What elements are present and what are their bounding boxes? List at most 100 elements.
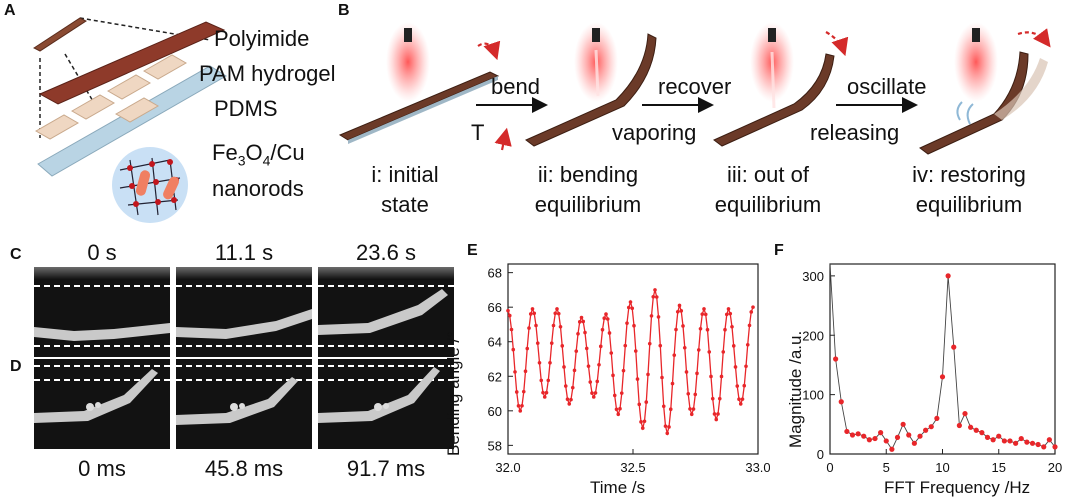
data-point: [973, 427, 979, 433]
data-point: [626, 305, 631, 310]
data-point: [590, 391, 594, 395]
data-point: [593, 391, 598, 395]
data-point: [541, 390, 545, 395]
data-point: [625, 321, 629, 325]
data-point: [709, 374, 713, 379]
data-point: [733, 365, 738, 369]
process-label-recover: recover: [658, 74, 732, 99]
data-point: [584, 346, 589, 351]
heat-up-arrow: [494, 127, 512, 151]
data-point: [702, 307, 706, 311]
process-label-vaporing: vaporing: [612, 120, 697, 145]
series-line: [829, 263, 1056, 451]
plot-frame: [507, 263, 759, 455]
x-tick-label: 32.5: [620, 460, 645, 475]
data-point: [681, 324, 685, 328]
guide-line: [79, 17, 211, 41]
layer-label-polyimide: Polyimide: [214, 26, 310, 51]
data-point: [721, 350, 726, 354]
small-strip-piece: [32, 17, 88, 52]
data-point: [532, 311, 537, 316]
panel-label-b: B: [338, 2, 350, 19]
data-point: [703, 312, 708, 317]
data-point: [677, 303, 682, 308]
data-point: [513, 370, 517, 374]
panel-label-d: D: [10, 358, 22, 375]
data-point: [646, 372, 650, 377]
data-point: [726, 307, 731, 311]
data-point: [735, 384, 740, 388]
data-point: [917, 433, 923, 439]
data-point: [747, 323, 752, 328]
timestamp-d-2: 45.8 ms: [204, 456, 284, 481]
data-point: [675, 309, 680, 314]
data-point: [682, 345, 687, 350]
data-point: [511, 347, 516, 352]
data-point: [542, 395, 547, 399]
x-tick-label: 32.0: [495, 460, 520, 475]
panel-label-a: A: [4, 2, 16, 19]
data-point: [507, 313, 512, 318]
data-point: [609, 351, 614, 355]
data-point: [525, 346, 530, 351]
data-point: [719, 374, 724, 379]
data-point: [616, 412, 621, 417]
data-point: [642, 419, 647, 424]
data-point: [1029, 440, 1036, 446]
data-point: [737, 397, 741, 402]
data-point: [518, 409, 523, 413]
data-point: [530, 307, 535, 311]
data-point: [1041, 444, 1047, 450]
data-point: [689, 412, 694, 417]
video-frame-c-3: [318, 267, 454, 357]
data-point: [562, 365, 566, 369]
data-point: [551, 323, 556, 328]
data-point: [619, 391, 624, 395]
timestamp-c-1: 0 s: [87, 240, 117, 265]
data-point: [698, 326, 703, 331]
video-frame-d-2: [176, 359, 312, 449]
data-point: [928, 424, 934, 430]
data-point: [560, 344, 565, 348]
data-point: [523, 369, 528, 374]
layer-stack-illustration: [32, 17, 227, 223]
data-point: [572, 368, 577, 373]
data-point: [556, 311, 561, 316]
data-point: [637, 402, 642, 407]
panel-label-f: F: [774, 242, 784, 259]
data-point: [878, 430, 884, 436]
y-tick-label: 64: [488, 335, 502, 350]
data-point: [695, 371, 699, 376]
data-point: [579, 315, 584, 320]
data-point: [647, 341, 652, 346]
data-point: [602, 316, 607, 320]
process-label-oscillate: oscillate: [847, 74, 927, 99]
video-frame-c-2: [176, 267, 312, 357]
data-point: [749, 310, 754, 314]
data-point: [640, 426, 645, 430]
data-point: [595, 379, 600, 384]
data-point: [990, 437, 996, 443]
data-point: [712, 412, 717, 416]
state-iv-illustration: [919, 22, 1051, 155]
data-point: [745, 342, 750, 347]
timestamp-c-3: 23.6 s: [356, 240, 416, 265]
data-point: [1018, 435, 1024, 442]
x-axis-title-e: Time /s: [590, 478, 646, 497]
data-point: [546, 378, 551, 383]
data-point: [509, 327, 514, 332]
data-point: [553, 311, 558, 316]
data-point: [730, 324, 734, 329]
data-point: [939, 374, 946, 380]
data-point: [723, 327, 727, 332]
data-point: [633, 349, 638, 353]
data-point: [889, 446, 895, 452]
data-point: [614, 407, 619, 412]
data-point: [583, 330, 587, 335]
data-point: [539, 378, 544, 383]
data-point: [696, 348, 701, 352]
y-tick-label: 300: [802, 269, 824, 284]
